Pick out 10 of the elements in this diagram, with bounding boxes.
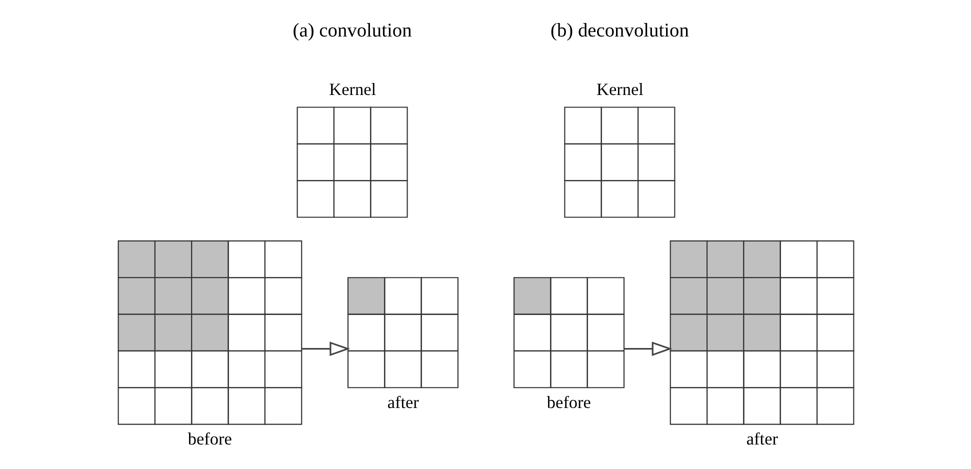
label: (a) convolution bbox=[292, 20, 412, 42]
node-label: Kernel bbox=[328, 80, 376, 100]
node-label: before bbox=[546, 392, 590, 412]
node-label: before bbox=[187, 430, 232, 449]
arrow bbox=[301, 342, 350, 356]
label: (b) deconvolution bbox=[550, 20, 688, 42]
node-label: after bbox=[386, 392, 418, 412]
arrow bbox=[624, 342, 672, 356]
node-label: Kernel bbox=[596, 80, 643, 100]
node-label: after bbox=[746, 430, 778, 449]
